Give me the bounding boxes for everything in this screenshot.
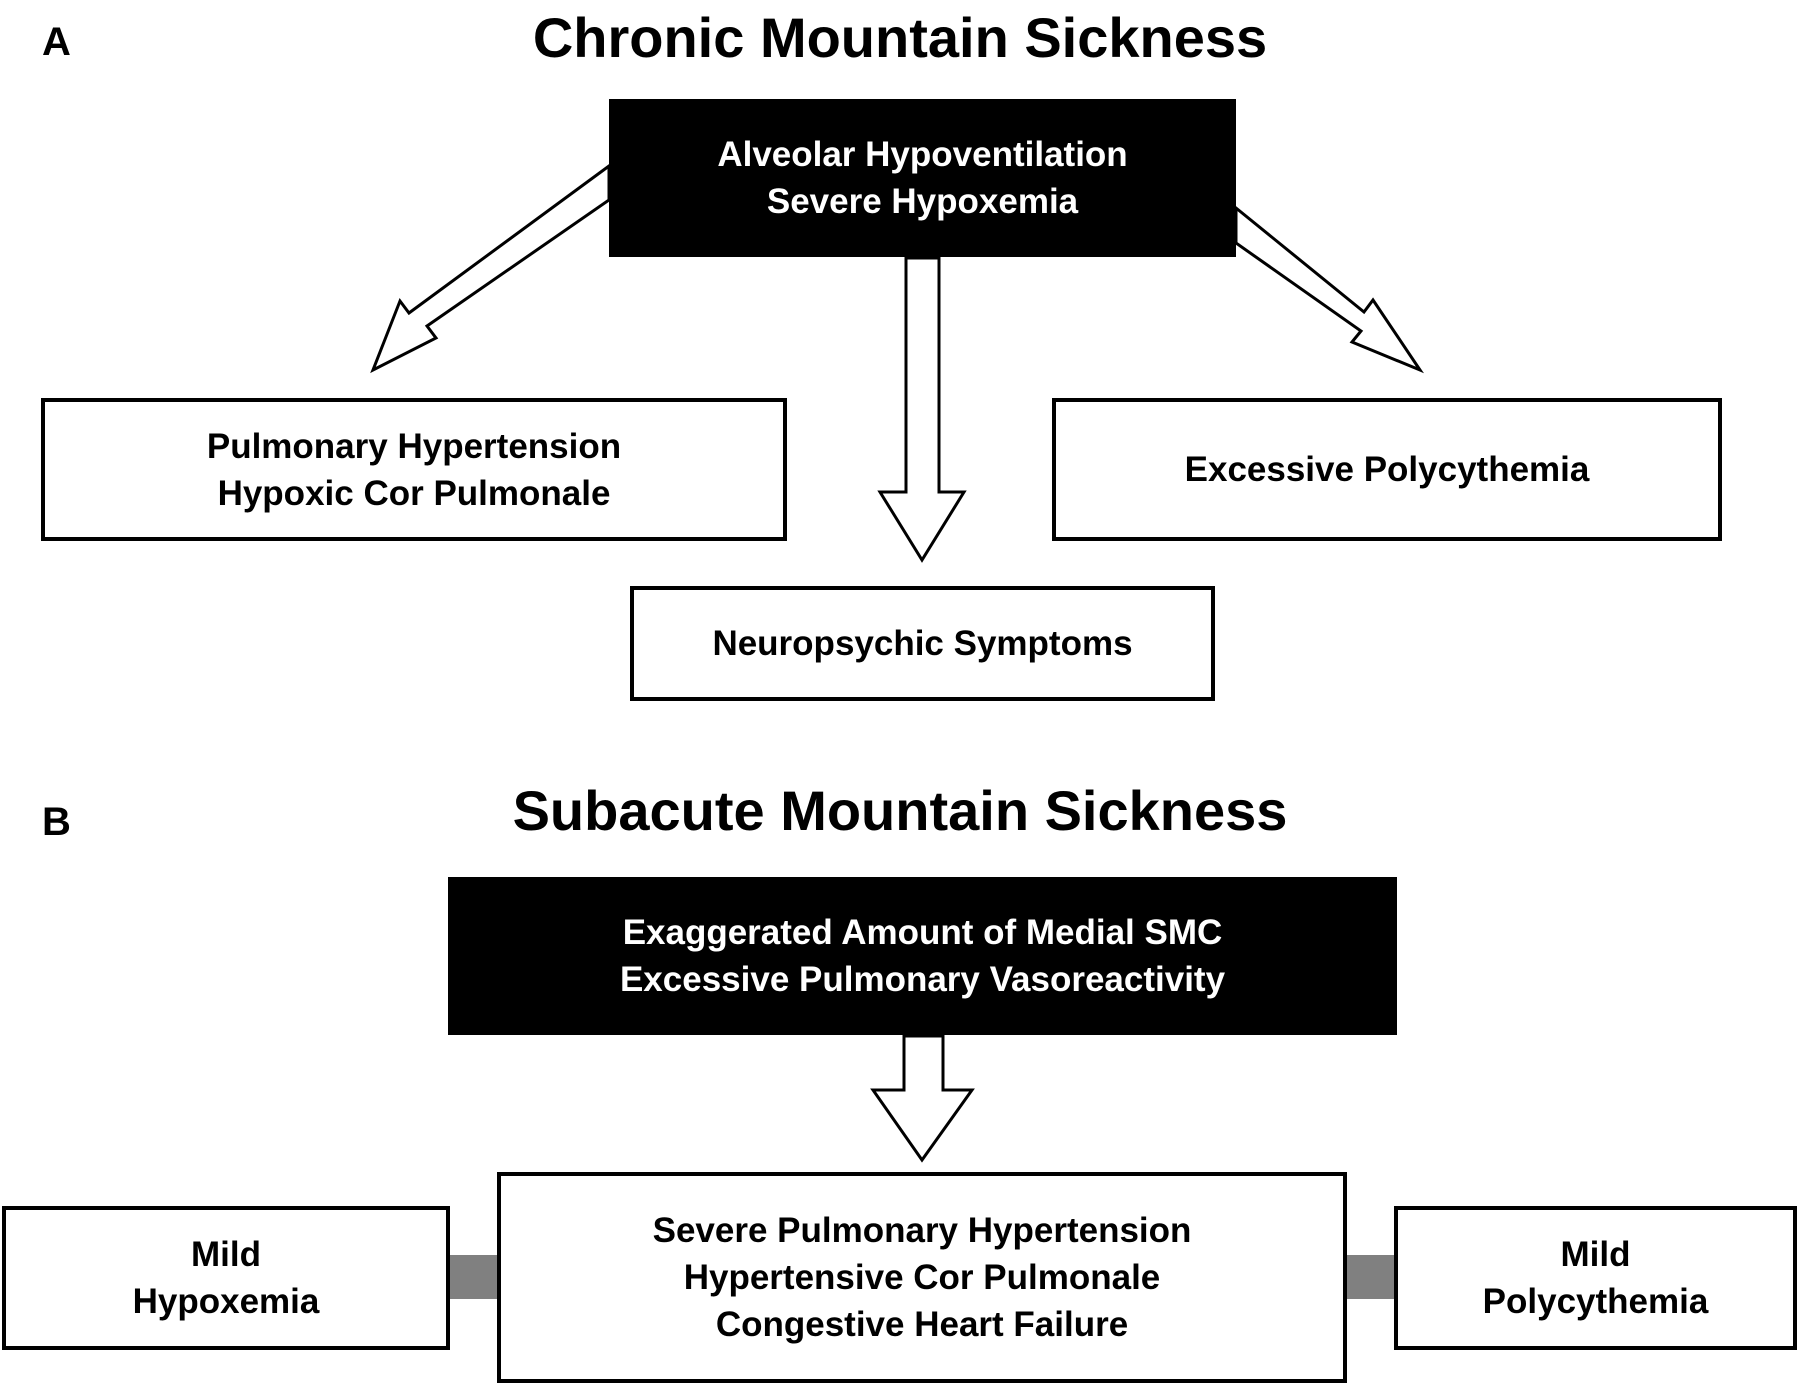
panel-b-left-box: Mild Hypoxemia — [2, 1206, 450, 1350]
panel-b-effect-line: Hypertensive Cor Pulmonale — [683, 1258, 1161, 1297]
panel-a-right-box: Excessive Polycythemia — [1052, 398, 1722, 541]
arrow-a-center — [877, 256, 967, 563]
panel-b-effect-line: Congestive Heart Failure — [715, 1305, 1129, 1344]
panel-b-right-line: Polycythemia — [1482, 1282, 1709, 1321]
panel-b-title: Subacute Mountain Sickness — [512, 779, 1288, 842]
panel-a-cause-box: Alveolar Hypoventilation Severe Hypoxemi… — [609, 99, 1236, 257]
connector-right — [1345, 1255, 1397, 1299]
connector-left — [447, 1255, 497, 1299]
panel-a-left-line: Pulmonary Hypertension — [206, 426, 622, 466]
panel-b-center-box: Severe Pulmonary Hypertension Hypertensi… — [497, 1172, 1347, 1383]
panel-a-left-box: Pulmonary Hypertension Hypoxic Cor Pulmo… — [41, 398, 787, 541]
panel-b-right-line: Mild — [1560, 1235, 1631, 1274]
panel-a-title: Chronic Mountain Sickness — [532, 6, 1268, 69]
panel-b-cause-box: Exaggerated Amount of Medial SMC Excessi… — [448, 877, 1397, 1035]
panel-b-effect-line: Severe Pulmonary Hypertension — [652, 1211, 1192, 1250]
panel-a-center-line: Neuropsychic Symptoms — [712, 624, 1133, 663]
panel-a-label: A — [42, 20, 71, 64]
panel-b-right-box: Mild Polycythemia — [1394, 1206, 1797, 1350]
panel-b-label: B — [42, 800, 71, 844]
panel-b-left-line: Mild — [191, 1235, 261, 1274]
arrow-a-left — [370, 163, 611, 374]
arrow-a-right — [1234, 204, 1425, 374]
panel-b-cause-line: Excessive Pulmonary Vasoreactivity — [619, 960, 1226, 999]
panel-a-cause-line: Alveolar Hypoventilation — [717, 135, 1128, 174]
panel-a-right-line: Excessive Polycythemia — [1184, 450, 1590, 489]
arrow-b-down — [870, 1034, 975, 1163]
panel-a-center-box: Neuropsychic Symptoms — [630, 586, 1215, 701]
panel-a-cause-line: Severe Hypoxemia — [766, 182, 1079, 221]
panel-b-cause-line: Exaggerated Amount of Medial SMC — [622, 913, 1223, 952]
panel-b-left-line: Hypoxemia — [132, 1282, 320, 1321]
panel-a-left-line: Hypoxic Cor Pulmonale — [217, 473, 611, 513]
